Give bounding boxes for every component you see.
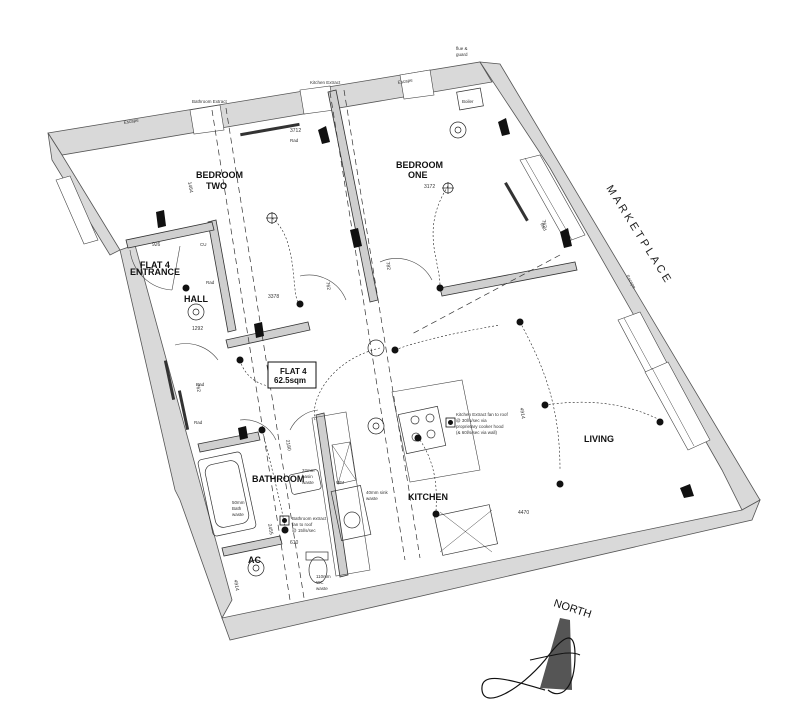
dimension: 1464	[186, 181, 194, 193]
note: 110mm	[316, 574, 331, 579]
radiators	[163, 122, 529, 430]
dimension: 3378	[268, 294, 279, 300]
note: proprietary cooker hood	[456, 424, 504, 429]
outer-walls	[47, 61, 761, 641]
dimension: 4470	[518, 510, 529, 516]
note: Boiler	[462, 99, 474, 104]
note: waste	[366, 496, 378, 501]
note: Bathroom Extract	[192, 99, 228, 104]
room-label: KITCHEN	[408, 492, 448, 502]
note: waste	[316, 586, 328, 591]
flat-area: 62.5sqm	[274, 376, 306, 385]
flat-area-box: FLAT 4 62.5sqm	[267, 361, 317, 389]
room-labels: BEDROOM TWO BEDROOM ONE FLAT 4 ENTRANCE …	[130, 160, 614, 565]
light-point-icon	[442, 182, 454, 194]
note: WC	[316, 580, 324, 585]
note: Rad	[206, 280, 215, 285]
room-label: BATHROOM	[252, 474, 304, 484]
dimension: 762	[194, 383, 201, 392]
room-label: BEDROOM	[196, 170, 243, 180]
note: 40mm sink	[366, 490, 389, 495]
room-label: FLAT 4	[140, 260, 170, 270]
dimension: 3712	[290, 128, 301, 134]
fixtures	[197, 87, 484, 584]
dimension: 762	[540, 219, 547, 228]
dashed-beams	[211, 89, 561, 601]
note: WM	[336, 480, 344, 485]
light-point-icon	[266, 212, 278, 224]
flat-name: FLAT 4	[280, 367, 307, 376]
dimension: 1292	[192, 326, 203, 332]
note: Rad	[290, 138, 299, 143]
room-label: TWO	[206, 181, 227, 191]
note: guard	[456, 52, 468, 57]
north-arrow-icon	[481, 618, 581, 699]
dimension: 4914	[518, 407, 526, 419]
dimension: 610	[290, 540, 299, 546]
note: @ 15l/s/sec	[292, 528, 316, 533]
doors	[129, 245, 433, 441]
note: Kitchen Extract	[310, 80, 341, 85]
electrical	[156, 118, 694, 577]
room-label: ONE	[408, 170, 428, 180]
note: 50mm	[232, 500, 245, 505]
room-label: ENTRANCE	[130, 267, 180, 277]
dimension: 2180	[284, 439, 292, 451]
note: fan to roof	[292, 522, 313, 527]
note: 32mm	[302, 468, 315, 473]
note: waste	[302, 480, 314, 485]
note: @ 30l/s/sec via	[456, 418, 487, 423]
extract-fan-icon	[279, 417, 456, 526]
room-label: LIVING	[584, 434, 614, 444]
windows	[55, 69, 711, 451]
smoke-detector-icon	[187, 121, 467, 577]
dimension: 926	[152, 242, 161, 248]
note: Rad	[196, 382, 205, 387]
room-label: HALL	[184, 294, 208, 304]
note: CU	[200, 242, 207, 247]
note: Bath	[232, 506, 242, 511]
annotations: Bathroom Extract Kitchen Extract flue & …	[123, 46, 637, 591]
note: Escape	[397, 77, 413, 85]
note: Kitchen Extract fan to roof	[456, 412, 509, 417]
note: Escape	[123, 117, 139, 125]
downlight-icon	[182, 284, 664, 534]
north-arrow: NORTH	[481, 597, 593, 699]
note: basin	[302, 474, 313, 479]
dimension: 3172	[424, 184, 435, 190]
dimension: 2455	[266, 523, 274, 535]
room-label: AC	[248, 555, 261, 565]
note: Rad	[539, 222, 548, 232]
socket-icon	[156, 118, 694, 498]
note: Rad	[194, 420, 203, 425]
dimension: 4914	[232, 579, 240, 591]
north-label: NORTH	[552, 597, 593, 620]
note: waste	[232, 512, 244, 517]
dimension: 782	[384, 261, 391, 270]
note: Bathroom extract	[292, 516, 327, 521]
dimension: 762	[324, 281, 331, 290]
note: (& 60l/s/sec via wall)	[456, 430, 498, 435]
note: flue &	[456, 46, 468, 51]
room-label: BEDROOM	[396, 160, 443, 170]
dimensions: 3712 3172 762 926 1292 762 1464 4914 447…	[152, 128, 547, 592]
